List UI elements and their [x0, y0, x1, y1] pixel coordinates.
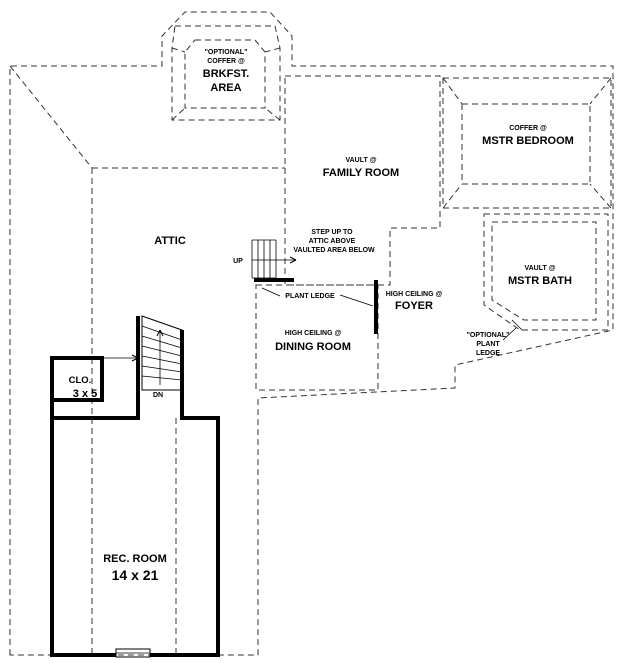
up-label: UP — [233, 258, 243, 265]
brkfst-coffer: COFFER @ — [207, 58, 245, 65]
mstr-bed-coffer: COFFER @ — [509, 125, 547, 132]
brkfst-note: "OPTIONAL" — [205, 49, 248, 56]
step-up-line-3: VAULTED AREA BELOW — [293, 247, 375, 254]
opt-ledge-3: LEDGE — [476, 350, 500, 357]
foyer-ceiling: HIGH CEILING @ — [386, 291, 443, 298]
family-name: FAMILY ROOM — [323, 167, 399, 179]
step-up-line-2: ATTIC ABOVE — [309, 238, 356, 245]
opt-ledge-1: "OPTIONAL" — [467, 332, 510, 339]
plant-ledge-leader-left — [261, 287, 281, 297]
mstr-bed-name: MSTR BEDROOM — [482, 135, 574, 147]
dining-ceiling: HIGH CEILING @ — [285, 330, 342, 337]
dining-name: DINING ROOM — [275, 341, 351, 353]
brkfst-coffer — [171, 25, 281, 121]
brkfst-area: AREA — [210, 82, 241, 94]
foyer-walls — [254, 278, 378, 334]
rec-room-stair — [141, 315, 183, 391]
opt-ledge-2: PLANT — [476, 341, 500, 348]
rec-room-walls — [50, 316, 220, 657]
rec-room-inner — [91, 418, 177, 655]
dining-room-outline — [255, 284, 379, 391]
plant-ledge-leader — [339, 294, 374, 307]
dn-label: DN — [153, 392, 163, 399]
attic-outline — [9, 11, 614, 656]
family-vault: VAULT @ — [345, 157, 376, 164]
family-room-outline — [284, 75, 441, 286]
brkfst-name: BRKFST. — [203, 68, 249, 80]
window — [115, 648, 151, 658]
mstr-bath-name: MSTR BATH — [508, 275, 572, 287]
step-up-line-1: STEP UP TO — [311, 229, 353, 236]
mstr-bath-vault: VAULT @ — [524, 265, 555, 272]
mstr-bath-outline — [483, 213, 609, 331]
closet-name: CLO. — [69, 375, 92, 386]
attic-label: ATTIC — [154, 235, 186, 247]
closet-size: 3 x 5 — [73, 388, 97, 400]
plant-ledge-label: PLANT LEDGE — [285, 293, 335, 300]
foyer-name: FOYER — [395, 300, 433, 312]
optional-ledge-leader — [502, 327, 517, 341]
rec-name: REC. ROOM — [103, 553, 167, 565]
rec-size: 14 x 21 — [112, 567, 159, 583]
roof-ridge-left — [9, 65, 93, 169]
attic-step-stair — [251, 239, 297, 279]
mstr-bedroom-coffer — [442, 77, 612, 209]
